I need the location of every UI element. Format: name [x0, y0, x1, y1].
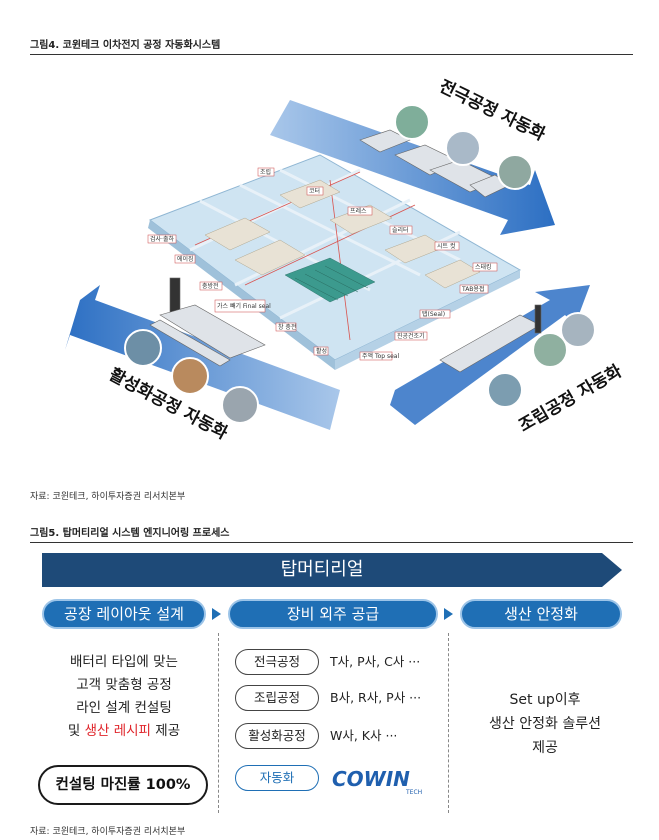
banner-arrow [42, 553, 622, 587]
column-divider [218, 633, 219, 813]
factory-diagram: 조립 코터 프레스 슬리터 시트 컷 스태킹 TAB용접 탭(Seal) 진공건… [65, 77, 626, 444]
figure5-title: 그림5. 탑머티리얼 시스템 엔지니어링 프로세스 [30, 524, 633, 543]
zone-label: 코터 [309, 187, 320, 195]
consulting-margin-badge: 컨설팅 마진률 100% [38, 765, 208, 805]
zone-label: 조립 [260, 168, 271, 176]
svg-text:TECH: TECH [405, 789, 422, 796]
zone-label: 검사·출하 [150, 235, 174, 243]
layout-design-description: 배터리 타입에 맞는 고객 맞춤형 공정 라인 설계 컨설팅 및 생산 레시피 … [67, 654, 181, 739]
automation-system-illustration: 조립 코터 프레스 슬리터 시트 컷 스태킹 TAB용접 탭(Seal) 진공건… [30, 60, 630, 480]
stabilization-description: Set up이후 생산 안정화 솔루션 제공 [489, 692, 601, 756]
process-formation-clients: W사, K사 ··· [330, 728, 398, 743]
figure4-title: 그림4. 코윈테크 이차전지 공정 자동화시스템 [30, 36, 633, 55]
column-divider [448, 633, 449, 813]
zone-label: 에이징 [177, 255, 194, 263]
process-automation: 자동화 [235, 765, 319, 791]
layout-design-header: 공장 레이아웃 설계 [42, 599, 206, 629]
banner-title: 탑머티리얼 [280, 559, 364, 580]
left-arrow [65, 285, 340, 430]
zone-label: 주액 Top seal [362, 353, 399, 360]
electrode-photos [394, 104, 533, 190]
arrow-right-icon [444, 608, 453, 620]
zone-label: 창 충전 [278, 323, 296, 331]
process-assembly-clients: B사, R사, P사 ··· [330, 690, 422, 705]
cowin-tech-logo: COWIN TECH [332, 767, 422, 796]
zone-label: 가스 빼기 Final seal [217, 302, 271, 310]
process-diagram: 탑머티리얼 공장 레이아웃 설계 장비 외주 공급 생산 안정화 배터리 타입에… [30, 543, 633, 823]
zone-label: 탭(Seal) [422, 310, 445, 318]
process-assembly: 조립공정 [235, 685, 319, 711]
figure4-source: 자료: 코윈테크, 하이투자증권 리서치본부 [30, 492, 186, 502]
recipe-highlight: 생산 레시피 [84, 723, 151, 739]
arrow-right-icon [212, 608, 221, 620]
svg-text:COWIN: COWIN [332, 767, 410, 791]
zone-label: 스태킹 [475, 263, 492, 271]
zone-label: 프레스 [350, 207, 367, 215]
zone-label: 충방전 [202, 282, 219, 290]
process-electrode: 전극공정 [235, 649, 319, 675]
process-electrode-clients: T사, P사, C사 ··· [330, 654, 421, 669]
zone-label: TAB용접 [461, 285, 484, 293]
assembly-photos [487, 312, 596, 408]
equipment-supply-header: 장비 외주 공급 [228, 599, 438, 629]
assembly-equipment [439, 304, 542, 373]
figure5-source: 자료: 코윈테크, 하이투자증권 리서치본부 [30, 827, 186, 837]
formation-equipment [149, 277, 266, 367]
right-arrow-label: 조립공정 자동화 [516, 361, 626, 436]
zone-label: 진공건조기 [397, 332, 425, 340]
production-stabilization-header: 생산 안정화 [460, 599, 622, 629]
zone-label: 활성 [316, 347, 327, 355]
top-arrow [270, 100, 555, 235]
process-formation: 활성화공정 [235, 723, 319, 749]
zone-label: 슬리터 [392, 226, 409, 234]
formation-photos [124, 329, 259, 424]
zone-label: 시트 컷 [437, 243, 456, 250]
